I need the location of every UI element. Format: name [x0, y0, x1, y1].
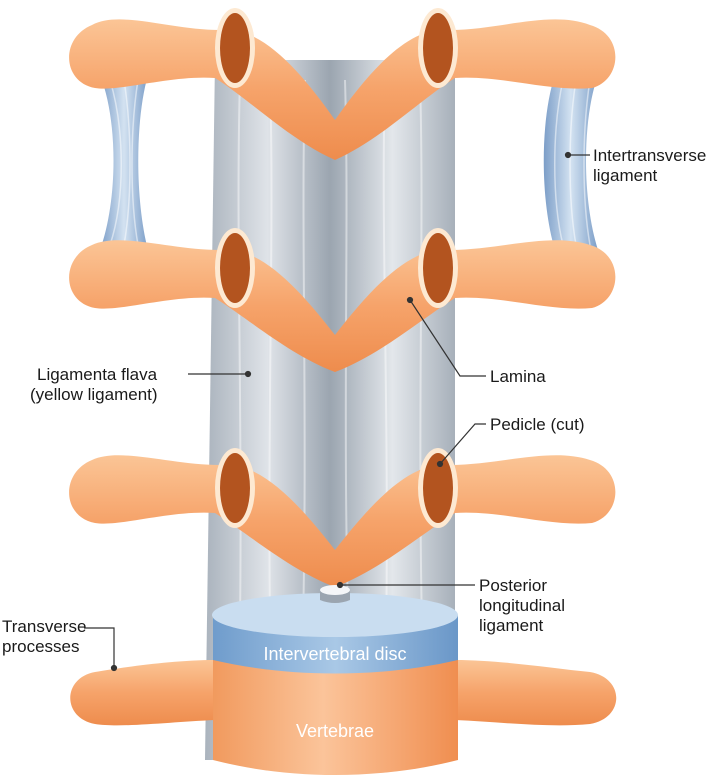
vertebra-arch-1	[69, 8, 616, 161]
posterior-longitudinal-ligament	[320, 585, 350, 603]
svg-text:processes: processes	[2, 637, 79, 656]
svg-text:longitudinal: longitudinal	[479, 596, 565, 615]
svg-text:(yellow ligament): (yellow ligament)	[30, 385, 158, 404]
svg-text:Posterior: Posterior	[479, 576, 547, 595]
svg-text:ligament: ligament	[593, 166, 658, 185]
vertebra-arch-3	[69, 448, 616, 587]
svg-text:Transverse: Transverse	[2, 617, 86, 636]
label-lamina: Lamina	[490, 367, 546, 386]
label-intertransverse-ligament: Intertransverse ligament	[593, 146, 706, 185]
svg-text:Intertransverse: Intertransverse	[593, 146, 706, 165]
leader-lines	[84, 151, 590, 672]
svg-text:ligament: ligament	[479, 616, 544, 635]
label-posterior-longitudinal-ligament: Posterior longitudinal ligament	[479, 576, 565, 635]
transverse-process-right-4	[455, 660, 617, 726]
intervertebral-disc	[212, 593, 458, 674]
intertransverse-ligament-left	[100, 75, 148, 250]
intertransverse-ligament-right	[543, 75, 598, 250]
label-pedicle: Pedicle (cut)	[490, 415, 584, 434]
transverse-process-left-4	[70, 660, 215, 726]
label-transverse-processes: Transverse processes	[2, 617, 86, 656]
label-ligamenta-flava: Ligamenta flava (yellow ligament)	[30, 365, 158, 404]
label-vertebrae: Vertebrae	[296, 721, 374, 741]
svg-text:Ligamenta flava: Ligamenta flava	[37, 365, 158, 384]
vertebra-arch-2	[69, 228, 616, 372]
label-intervertebral-disc: Intervertebral disc	[263, 644, 406, 664]
vertebral-body	[213, 650, 458, 775]
